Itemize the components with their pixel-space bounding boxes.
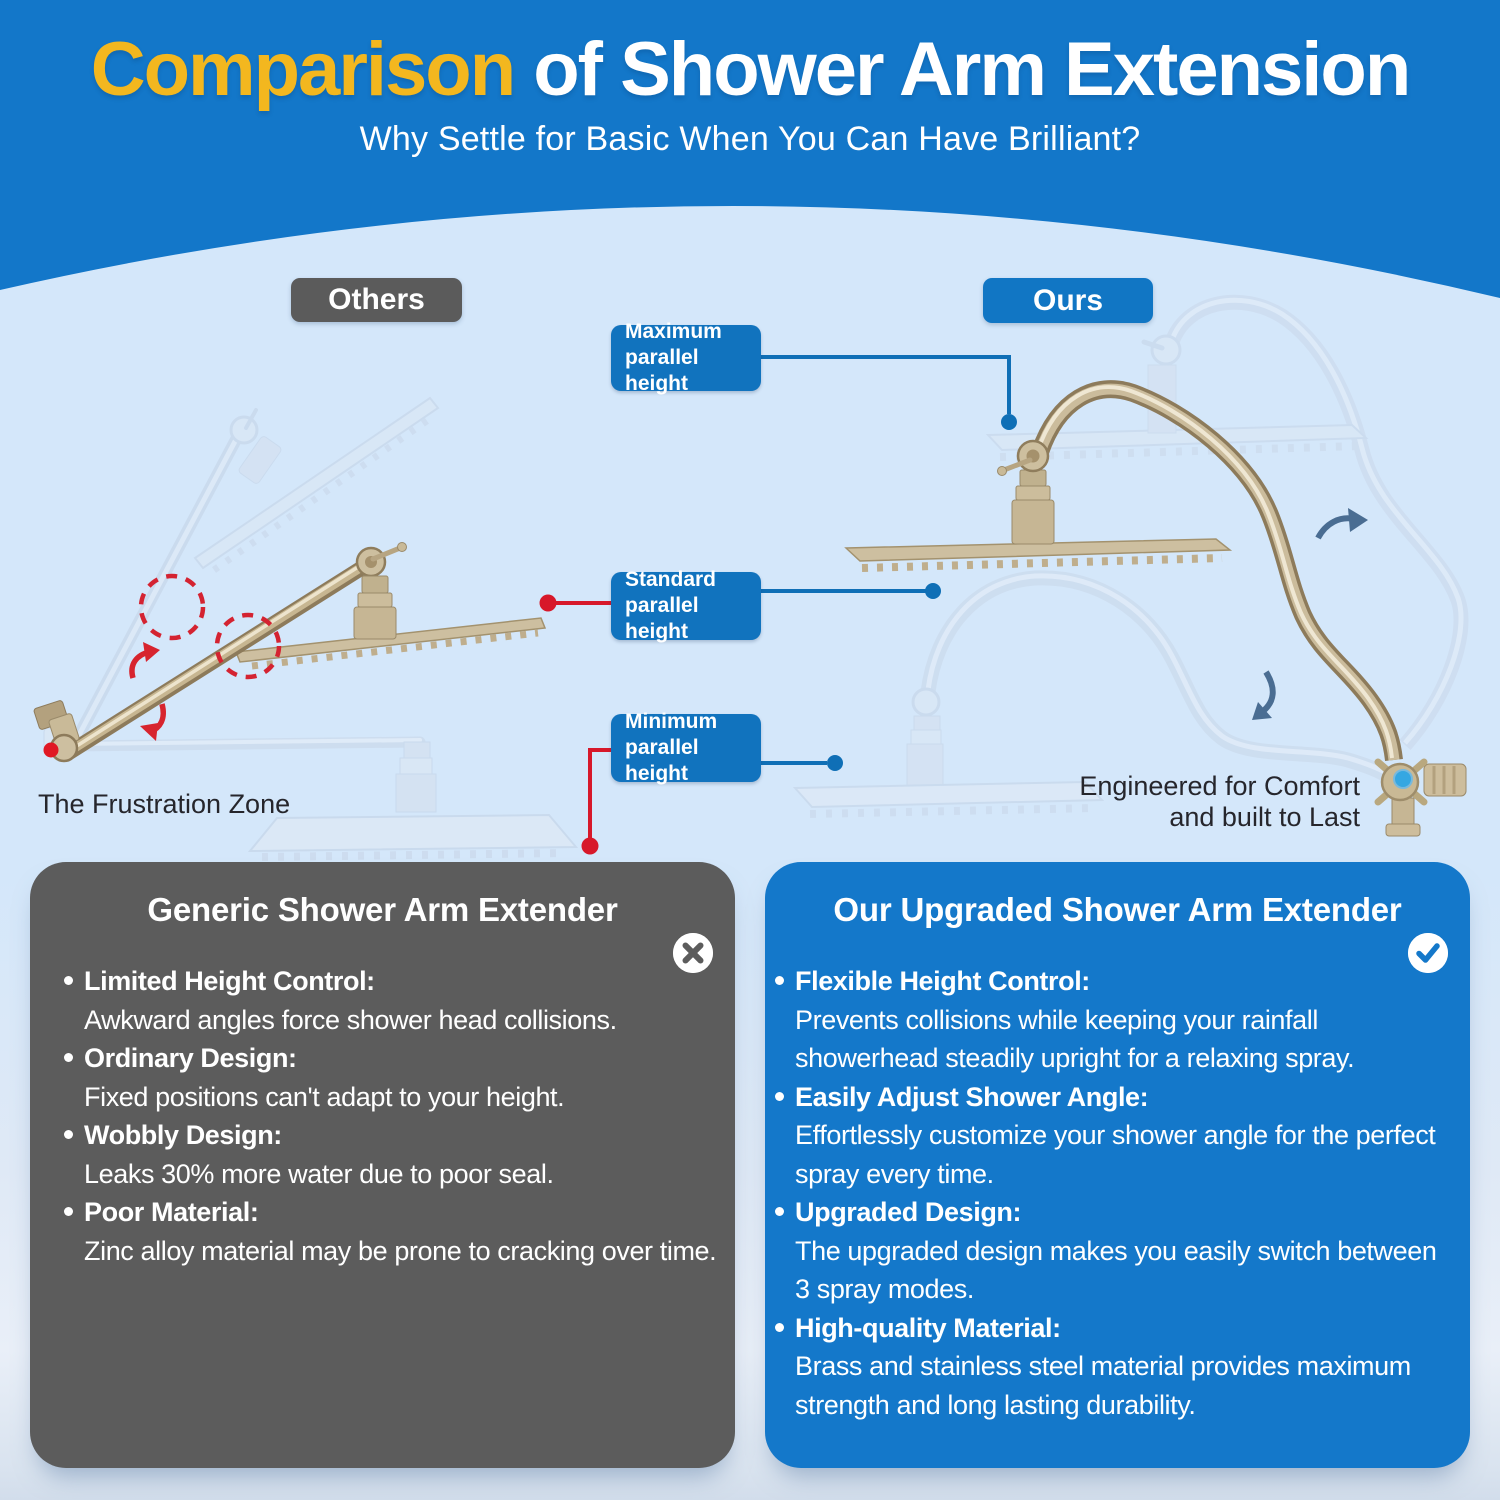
feature-body: Prevents collisions while keeping your r… xyxy=(795,1004,1355,1074)
ours-product-illustration xyxy=(792,294,1469,837)
red-dashed-circle xyxy=(138,573,206,641)
feature-item: High-quality Material: Brass and stainle… xyxy=(775,1309,1456,1425)
connector-dot-blue xyxy=(827,755,843,771)
label-line: Maximum xyxy=(625,320,722,343)
upgraded-feature-list: Flexible Height Control: Prevents collis… xyxy=(775,962,1456,1425)
x-icon xyxy=(673,933,713,973)
page-title: Comparison of Shower Arm Extension xyxy=(0,28,1500,112)
ours-ghost-down xyxy=(792,570,1402,818)
feature-body: Brass and stainless steel material provi… xyxy=(795,1351,1411,1420)
upgraded-card-title: Our Upgraded Shower Arm Extender xyxy=(833,891,1402,928)
feature-heading: Limited Height Control: xyxy=(84,966,375,996)
connector-dot-blue xyxy=(925,583,941,599)
feature-heading: Ordinary Design: xyxy=(84,1043,297,1073)
feature-body: Zinc alloy material may be prone to crac… xyxy=(84,1235,717,1266)
others-badge: Others xyxy=(291,278,462,322)
label-minimum-parallel-height: Minimum parallel height xyxy=(611,710,761,785)
feature-item: Wobbly Design: Leaks 30% more water due … xyxy=(64,1116,719,1193)
connector-lines xyxy=(539,355,1017,855)
label-maximum-parallel-height: Maximum parallel height xyxy=(611,320,761,395)
title-rest: of Shower Arm Extension xyxy=(514,27,1411,112)
caption-line: and built to Last xyxy=(1169,802,1360,832)
feature-body: Awkward angles force shower head collisi… xyxy=(84,1004,617,1035)
generic-feature-list: Limited Height Control: Awkward angles f… xyxy=(64,962,719,1270)
label-line: Standard xyxy=(625,568,717,591)
connector-dot-blue xyxy=(1001,414,1017,430)
feature-body: Effortlessly customize your shower angle… xyxy=(795,1120,1436,1189)
feature-item: Flexible Height Control: Prevents collis… xyxy=(775,962,1456,1078)
connector-dot-red xyxy=(581,837,599,855)
engineered-caption: Engineered for Comfort and built to Last xyxy=(1079,771,1360,833)
feature-heading: Poor Material: xyxy=(84,1197,259,1227)
feature-heading: Easily Adjust Shower Angle: xyxy=(795,1081,1149,1112)
check-icon xyxy=(1408,933,1448,973)
feature-item: Ordinary Design: Fixed positions can't a… xyxy=(64,1039,719,1116)
ours-product-solid xyxy=(844,380,1467,837)
generic-card-title: Generic Shower Arm Extender xyxy=(147,891,618,928)
feature-item: Poor Material: Zinc alloy material may b… xyxy=(64,1193,719,1270)
others-ghost-up xyxy=(64,396,440,758)
blue-rotate-up-arrow xyxy=(1315,508,1368,540)
page-subtitle: Why Settle for Basic When You Can Have B… xyxy=(359,120,1141,158)
caption-line: Engineered for Comfort xyxy=(1079,771,1360,801)
label-line: parallel height xyxy=(625,736,699,785)
valve-blue-dot xyxy=(1393,769,1413,789)
feature-item: Upgraded Design: The upgraded design mak… xyxy=(775,1193,1456,1309)
feature-heading: Flexible Height Control: xyxy=(795,966,1090,996)
red-rotate-up-arrow xyxy=(129,642,160,679)
red-endpoint-dot xyxy=(43,742,59,758)
connector-dot-red xyxy=(539,594,557,612)
header-background xyxy=(0,0,1500,298)
diagram-illustration xyxy=(33,294,1469,861)
ours-ghost-up xyxy=(985,294,1469,750)
blue-rotate-down-arrow xyxy=(1252,670,1276,720)
ours-valve xyxy=(1374,758,1467,837)
feature-heading: Upgraded Design: xyxy=(795,1197,1022,1227)
feature-body: Fixed positions can't adapt to your heig… xyxy=(84,1081,565,1112)
feature-heading: Wobbly Design: xyxy=(84,1120,282,1150)
others-product-illustration xyxy=(33,396,579,861)
upgraded-extender-card: Our Upgraded Shower Arm Extender Flexibl… xyxy=(765,862,1470,1468)
frustration-zone-caption: The Frustration Zone xyxy=(38,789,291,819)
red-rotate-down-arrow xyxy=(140,703,166,741)
label-standard-parallel-height: Standard parallel height xyxy=(611,568,761,643)
red-dashed-circle xyxy=(214,612,282,680)
others-product-solid xyxy=(33,542,547,763)
label-line: parallel height xyxy=(625,594,699,643)
feature-heading: High-quality Material: xyxy=(795,1312,1061,1343)
ours-badge: Ours xyxy=(983,278,1153,323)
feature-item: Limited Height Control: Awkward angles f… xyxy=(64,962,719,1039)
feature-body: Leaks 30% more water due to poor seal. xyxy=(84,1158,554,1189)
label-line: parallel height xyxy=(625,346,699,395)
label-line: Minimum xyxy=(625,710,718,733)
feature-body: The upgraded design makes you easily swi… xyxy=(795,1235,1437,1305)
feature-item: Easily Adjust Shower Angle: Effortlessly… xyxy=(775,1078,1456,1194)
generic-extender-card: Generic Shower Arm Extender Limited Heig… xyxy=(30,862,735,1468)
title-highlight: Comparison xyxy=(90,27,516,112)
